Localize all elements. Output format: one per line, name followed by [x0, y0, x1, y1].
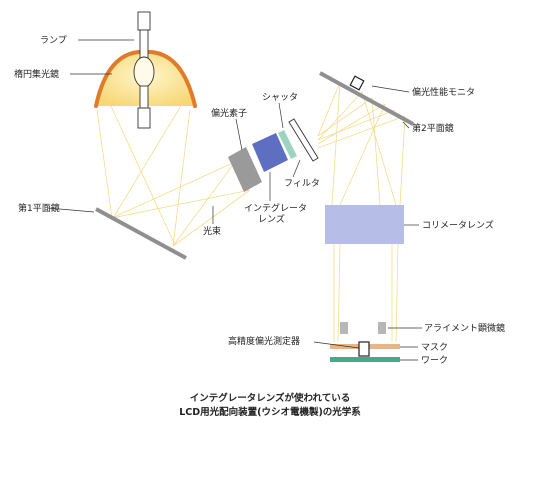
- first-plane-mirror: [95, 207, 187, 260]
- alignment-scope-label: アライメント顕微鏡: [424, 322, 505, 334]
- beam-label: 光束: [203, 225, 221, 237]
- integrator-lens: [252, 133, 288, 172]
- ellipsoidal-mirror-label: 楕円集光鏡: [14, 68, 59, 80]
- polarizer-label: 偏光素子: [211, 107, 247, 119]
- filter: [288, 118, 319, 162]
- labels: ランプ 楕円集光鏡 第1平面鏡 光束 偏光素子 シャッタ フィルタ インテグレー…: [14, 35, 505, 366]
- polarimeter-label: 高精度偏光測定器: [228, 335, 300, 347]
- polarization-monitor: [349, 75, 365, 91]
- second-plane-mirror: [319, 71, 414, 126]
- polarimeter: [358, 341, 370, 357]
- collimator-lens: [325, 205, 404, 244]
- second-mirror-label: 第2平面鏡: [412, 122, 454, 134]
- shutter: [278, 130, 297, 159]
- polarizer-element: [228, 147, 262, 192]
- collimator-label: コリメータレンズ: [422, 219, 494, 231]
- alignment-microscope-left: [340, 322, 348, 334]
- lamp-label: ランプ: [40, 35, 67, 46]
- shutter-label: シャッタ: [262, 92, 298, 103]
- light-beams: [96, 81, 406, 343]
- integrator-label-line2: レンズ: [258, 213, 285, 225]
- alignment-microscope-right: [378, 322, 386, 334]
- caption-line1: インテグレータレンズが使われている: [190, 392, 351, 404]
- caption-line2: LCD用光配向装置(ウシオ電機製)の光学系: [179, 406, 361, 418]
- caption: インテグレータレンズが使われている LCD用光配向装置(ウシオ電機製)の光学系: [179, 392, 361, 418]
- monitor-label: 偏光性能モニタ: [412, 86, 475, 98]
- integrator-label-line1: インテグレータ: [244, 202, 307, 214]
- first-mirror-label: 第1平面鏡: [18, 202, 60, 214]
- lamp: [133, 11, 155, 129]
- mask-label: マスク: [421, 342, 448, 353]
- filter-label: フィルタ: [284, 178, 320, 189]
- leader-lines: [47, 39, 422, 361]
- work: [330, 357, 400, 362]
- work-label: ワーク: [421, 355, 448, 366]
